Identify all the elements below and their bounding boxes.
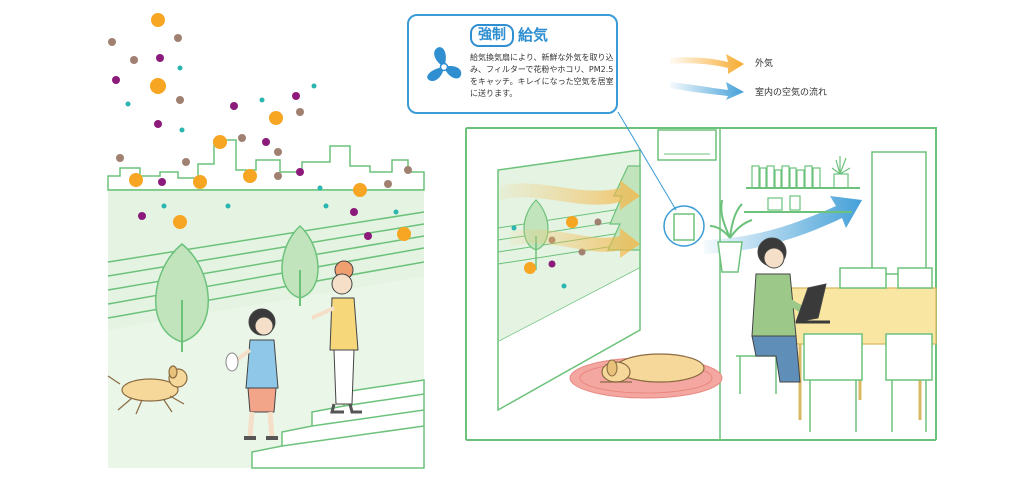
- legend-blue-arrow: [670, 82, 744, 100]
- city-skyline: [107, 139, 425, 191]
- ventilation-fan-unit: [617, 111, 705, 247]
- outdoor-air-arrows: [500, 180, 640, 258]
- callout-title: 強制 給気: [470, 24, 548, 47]
- callout-heading: 給気: [518, 26, 549, 44]
- child-figure: [225, 308, 279, 440]
- legend-indoor-flow: 室内の空気の流れ: [747, 85, 827, 98]
- tree-small: [281, 224, 319, 306]
- legend-orange-arrow: [670, 54, 744, 74]
- forced-supply-callout: 強制 給気 給気換気扇により、新鮮な外気を取り込み、フィルターで花粉やホコリ、P…: [407, 14, 618, 114]
- forced-badge: 強制: [470, 24, 514, 47]
- outdoor-scene: [107, 13, 425, 469]
- legend-outdoor-air: 外気: [747, 56, 773, 69]
- door: [871, 151, 927, 275]
- indoor-scene: [465, 111, 937, 441]
- air-conditioner: [657, 129, 717, 161]
- man-with-laptop: [751, 237, 830, 383]
- legend-indoor-label: 室内の空気の流れ: [755, 88, 828, 98]
- running-dog: [107, 365, 188, 415]
- bookshelf: [744, 156, 860, 213]
- potted-plant: [709, 199, 753, 273]
- stairs: [251, 379, 425, 469]
- indoor-air-arrow: [704, 196, 862, 254]
- rug-with-dog: [569, 353, 723, 399]
- pollution-particles: [108, 13, 412, 241]
- callout-description: 給気換気扇により、新鮮な外気を取り込み、フィルターで花粉やホコリ、PM2.5 を…: [470, 53, 614, 98]
- tree-large: [155, 243, 209, 352]
- woman-figure: [311, 260, 362, 414]
- fan-icon: [427, 47, 462, 82]
- legend-outdoor-label: 外気: [755, 59, 774, 69]
